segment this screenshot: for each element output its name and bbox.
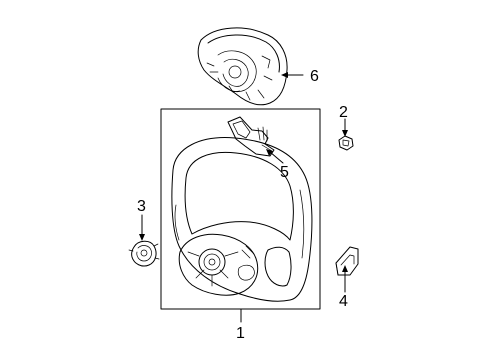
leader-lines: [139, 72, 348, 323]
callout-labels: 6 2 5 3 4 1: [137, 68, 348, 342]
callout-1: 1: [236, 325, 245, 342]
switch-assembly-drawing: [227, 116, 275, 157]
damper-drawing: [128, 240, 160, 267]
callout-2: 2: [339, 104, 348, 121]
airbag-module-drawing: [197, 27, 288, 106]
callout-6: 6: [310, 68, 319, 85]
callout-4: 4: [339, 293, 348, 310]
callout-5: 5: [280, 164, 289, 181]
steering-wheel-drawing: [171, 137, 313, 302]
bracket-drawing: [335, 246, 359, 276]
nut-drawing: [338, 135, 354, 151]
callout-3: 3: [137, 198, 146, 215]
